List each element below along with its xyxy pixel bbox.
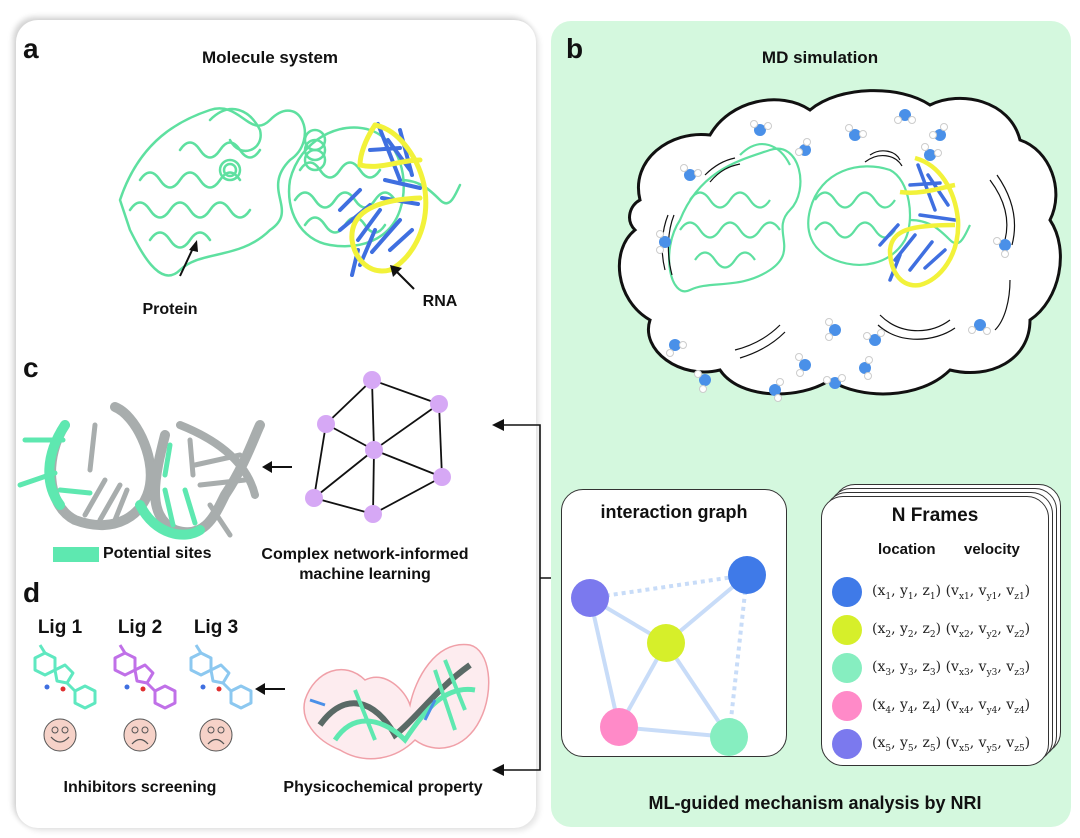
arrow-left-icon bbox=[255, 683, 285, 695]
network-node bbox=[305, 489, 323, 507]
frame-node-dot bbox=[832, 729, 862, 759]
frame-row-values: (x2, y2, z2) (vx2, vy2, vz2) bbox=[872, 620, 1031, 640]
interaction-graph-card: interaction graph bbox=[561, 489, 787, 757]
ligand-structure bbox=[33, 644, 97, 710]
location-header: location bbox=[878, 541, 936, 558]
frame-row: (x1, y1, z1) (vx1, vy1, vz1) bbox=[832, 577, 1030, 607]
network-node bbox=[364, 505, 382, 523]
frame-row-values: (x1, y1, z1) (vx1, vy1, vz1) bbox=[872, 582, 1031, 602]
rna-arrow-icon bbox=[390, 265, 415, 290]
velocity-header: velocity bbox=[964, 541, 1020, 558]
network-edge bbox=[325, 379, 373, 425]
graph-edge-dotted bbox=[727, 574, 749, 738]
ligand-structure bbox=[113, 644, 177, 710]
graph-node bbox=[710, 718, 748, 756]
ligand-name: Lig 1 bbox=[37, 617, 83, 638]
network-edge bbox=[313, 449, 375, 499]
arrow-to-physicochemical-icon bbox=[492, 764, 504, 776]
panel-b-title: MD simulation bbox=[761, 48, 879, 67]
panel-d-label: d bbox=[23, 577, 41, 608]
network-edge bbox=[373, 403, 440, 451]
frame-row: (x2, y2, z2) (vx2, vy2, vz2) bbox=[832, 615, 1030, 645]
graph-edge-dotted bbox=[589, 573, 748, 600]
rna-surface-structure bbox=[303, 643, 490, 760]
network-edge bbox=[373, 449, 443, 478]
network-node bbox=[433, 468, 451, 486]
ligand-name: Lig 2 bbox=[117, 617, 163, 638]
happy-face-icon bbox=[43, 718, 77, 752]
panel-a-label: a bbox=[23, 33, 39, 64]
n-frames-title: N Frames bbox=[891, 505, 979, 526]
network-edge bbox=[372, 476, 443, 515]
graph-node bbox=[728, 556, 766, 594]
network-node bbox=[430, 395, 448, 413]
network-edge bbox=[371, 379, 440, 405]
frame-row: (x4, y4, z4) (vx4, vy4, vz4) bbox=[832, 691, 1030, 721]
n-frames-card: N Frames location velocity (x1, y1, z1) … bbox=[821, 496, 1049, 766]
network-edge bbox=[438, 403, 443, 478]
protein-rna-structure bbox=[118, 107, 462, 277]
network-caption-line1: Complex network-informed bbox=[261, 546, 469, 563]
frame-node-dot bbox=[832, 653, 862, 683]
frame-row: (x3, y3, z3) (vx3, vy3, vz3) bbox=[832, 653, 1030, 683]
arrow-to-network-icon bbox=[492, 419, 504, 431]
ligand-name: Lig 3 bbox=[193, 617, 239, 638]
frame-row: (x5, y5, z5) (vx5, vy5, vz5) bbox=[832, 729, 1030, 759]
water-molecules bbox=[656, 109, 1011, 402]
network-edge bbox=[313, 497, 374, 515]
network-caption-line2: machine learning bbox=[299, 566, 431, 583]
graph-node bbox=[647, 624, 685, 662]
panel-c-label: c bbox=[23, 352, 39, 383]
ligand-structure bbox=[189, 644, 253, 710]
frame-row-values: (x4, y4, z4) (vx4, vy4, vz4) bbox=[872, 696, 1031, 716]
legend-swatch-potential-sites bbox=[53, 547, 99, 562]
graph-edge bbox=[588, 597, 621, 728]
inhibitors-screening-caption: Inhibitors screening bbox=[63, 779, 217, 796]
sad-face-icon bbox=[123, 718, 157, 752]
interaction-graph-title: interaction graph bbox=[600, 502, 748, 522]
panel-b-footer: ML-guided mechanism analysis by NRI bbox=[648, 793, 982, 813]
network-edge bbox=[372, 449, 375, 515]
arrow-left-icon bbox=[262, 461, 292, 473]
network-edge bbox=[371, 379, 375, 451]
protein-arrow-icon bbox=[179, 240, 198, 277]
interaction-graph bbox=[571, 556, 766, 756]
graph-node bbox=[571, 579, 609, 617]
panel-b-label: b bbox=[566, 33, 584, 64]
frame-row-values: (x3, y3, z3) (vx3, vy3, vz3) bbox=[872, 658, 1031, 678]
network-caption: Complex network-informed machine learnin… bbox=[240, 545, 490, 585]
network-edge bbox=[313, 423, 327, 499]
rna-label: RNA bbox=[422, 293, 458, 310]
rna-potential-sites-structure bbox=[17, 402, 265, 540]
md-simulation-cloud bbox=[617, 89, 1062, 402]
physicochemical-caption: Physicochemical property bbox=[283, 779, 483, 796]
complex-network-graph bbox=[305, 371, 451, 523]
frame-node-dot bbox=[832, 577, 862, 607]
network-node bbox=[365, 441, 383, 459]
connector-arrows bbox=[492, 419, 560, 776]
panel-a-title: Molecule system bbox=[201, 48, 339, 67]
network-node bbox=[363, 371, 381, 389]
frame-node-dot bbox=[832, 691, 862, 721]
rna-backbone bbox=[349, 122, 429, 274]
network-node bbox=[317, 415, 335, 433]
graph-node bbox=[600, 708, 638, 746]
legend-potential-sites: Potential sites bbox=[103, 545, 212, 562]
network-edge bbox=[325, 423, 375, 451]
sad-face-icon bbox=[199, 718, 233, 752]
protein-ribbon bbox=[118, 107, 462, 277]
frame-row-values: (x5, y5, z5) (vx5, vy5, vz5) bbox=[872, 734, 1031, 754]
protein-label: Protein bbox=[142, 301, 198, 318]
frame-node-dot bbox=[832, 615, 862, 645]
